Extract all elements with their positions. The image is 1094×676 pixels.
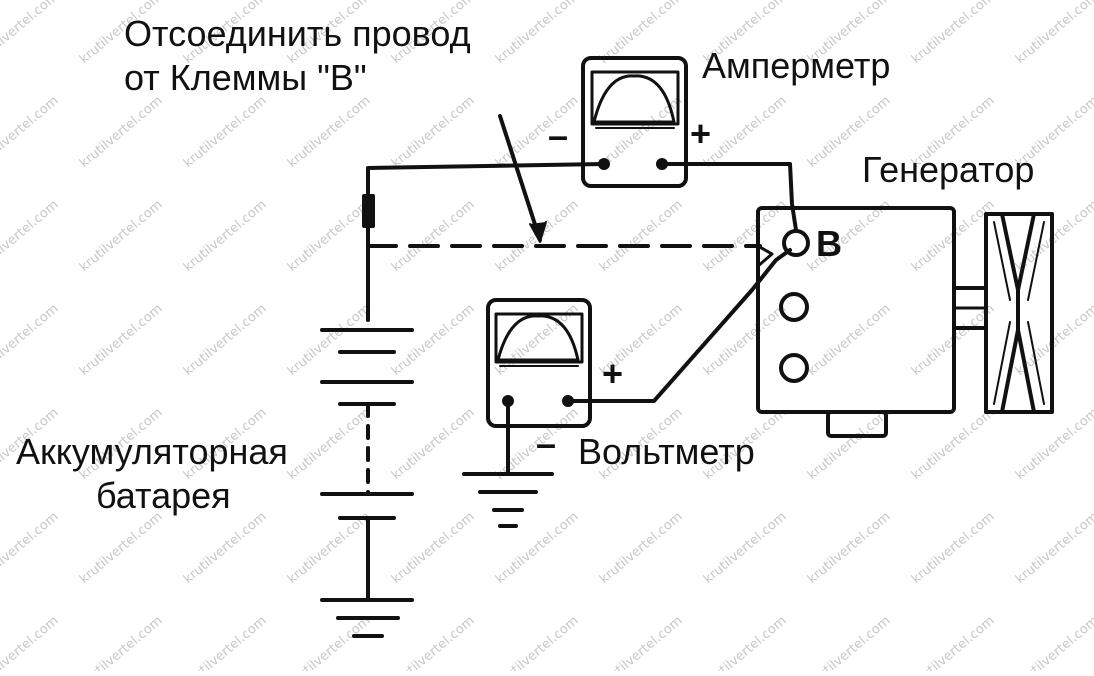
watermark-text: krutilvertel.com xyxy=(77,93,166,171)
watermark-text: krutilvertel.com xyxy=(701,93,790,171)
watermark-text: krutilvertel.com xyxy=(597,93,686,171)
watermark-text: krutilvertel.com xyxy=(909,509,998,587)
watermark-text: krutilvertel.com xyxy=(805,301,894,379)
watermark-text: krutilvertel.com xyxy=(389,93,478,171)
watermark-text: krutilvertel.com xyxy=(77,509,166,587)
watermark-text: krutilvertel.com xyxy=(77,197,166,275)
watermark-text: krutilvertel.com xyxy=(285,405,374,483)
voltmeter-label: Вольтметр xyxy=(578,431,755,472)
watermark-text: krutilvertel.com xyxy=(389,613,478,671)
watermark-text: krutilvertel.com xyxy=(181,613,270,671)
watermark-text: krutilvertel.com xyxy=(0,0,62,67)
ammeter-plus-sign: + xyxy=(690,113,712,154)
watermark-text: krutilvertel.com xyxy=(285,613,374,671)
watermark-text: krutilvertel.com xyxy=(597,613,686,671)
watermark-text: krutilvertel.com xyxy=(77,301,166,379)
ammeter-label: Амперметр xyxy=(702,45,891,86)
watermark-text: krutilvertel.com xyxy=(285,509,374,587)
watermark-text: krutilvertel.com xyxy=(389,197,478,275)
watermark-text: krutilvertel.com xyxy=(0,509,62,587)
watermark-text: krutilvertel.com xyxy=(493,0,582,67)
watermark-text: krutilvertel.com xyxy=(0,613,62,671)
watermark-text: krutilvertel.com xyxy=(597,197,686,275)
voltmeter-plus-sign: + xyxy=(602,353,624,394)
watermark-text: krutilvertel.com xyxy=(1013,0,1094,67)
battery-label-line1: Аккумуляторная xyxy=(16,431,288,472)
watermark-text: krutilvertel.com xyxy=(1013,405,1094,483)
watermark-text: krutilvertel.com xyxy=(909,613,998,671)
disconnect-label-line1: Отсоединить провод xyxy=(124,13,471,54)
watermark-text: krutilvertel.com xyxy=(77,613,166,671)
ground-voltmeter xyxy=(462,472,554,528)
watermark-text: krutilvertel.com xyxy=(909,405,998,483)
watermark-text: krutilvertel.com xyxy=(805,613,894,671)
watermark-text: krutilvertel.com xyxy=(1013,613,1094,671)
watermark-text: krutilvertel.com xyxy=(0,197,62,275)
generator-label: Генератор xyxy=(862,149,1035,190)
watermark-text: krutilvertel.com xyxy=(493,509,582,587)
watermark-text: krutilvertel.com xyxy=(389,405,478,483)
watermark-text: krutilvertel.com xyxy=(285,301,374,379)
watermark-text: krutilvertel.com xyxy=(389,509,478,587)
watermark-text: krutilvertel.com xyxy=(389,301,478,379)
disconnect-label-line2: от Клеммы "B" xyxy=(124,57,367,98)
terminal-b-label: B xyxy=(816,223,842,264)
watermark-text: krutilvertel.com xyxy=(909,0,998,67)
ammeter xyxy=(581,56,688,188)
watermark-text: krutilvertel.com xyxy=(181,93,270,171)
watermark-text: krutilvertel.com xyxy=(0,93,62,171)
watermark-text: krutilvertel.com xyxy=(805,405,894,483)
watermark-text: krutilvertel.com xyxy=(701,509,790,587)
voltmeter-minus-sign: – xyxy=(536,423,557,464)
wires xyxy=(362,114,798,474)
watermark-text: krutilvertel.com xyxy=(181,301,270,379)
ammeter-minus-sign: – xyxy=(548,115,569,156)
generator xyxy=(756,206,1054,438)
voltmeter xyxy=(486,298,592,428)
watermark-text: krutilvertel.com xyxy=(0,301,62,379)
watermark-text: krutilvertel.com xyxy=(285,93,374,171)
watermark-text: krutilvertel.com xyxy=(805,509,894,587)
battery-label-line2: батарея xyxy=(96,475,231,516)
watermark-text: krutilvertel.com xyxy=(181,509,270,587)
watermark-text: krutilvertel.com xyxy=(701,301,790,379)
watermark-text: krutilvertel.com xyxy=(701,613,790,671)
watermark-text: krutilvertel.com xyxy=(181,197,270,275)
watermark-text: krutilvertel.com xyxy=(1013,509,1094,587)
watermark-text: krutilvertel.com xyxy=(285,197,374,275)
watermark-text: krutilvertel.com xyxy=(493,613,582,671)
battery xyxy=(320,328,414,602)
watermark-text: krutilvertel.com xyxy=(597,509,686,587)
ground-battery xyxy=(320,598,414,638)
